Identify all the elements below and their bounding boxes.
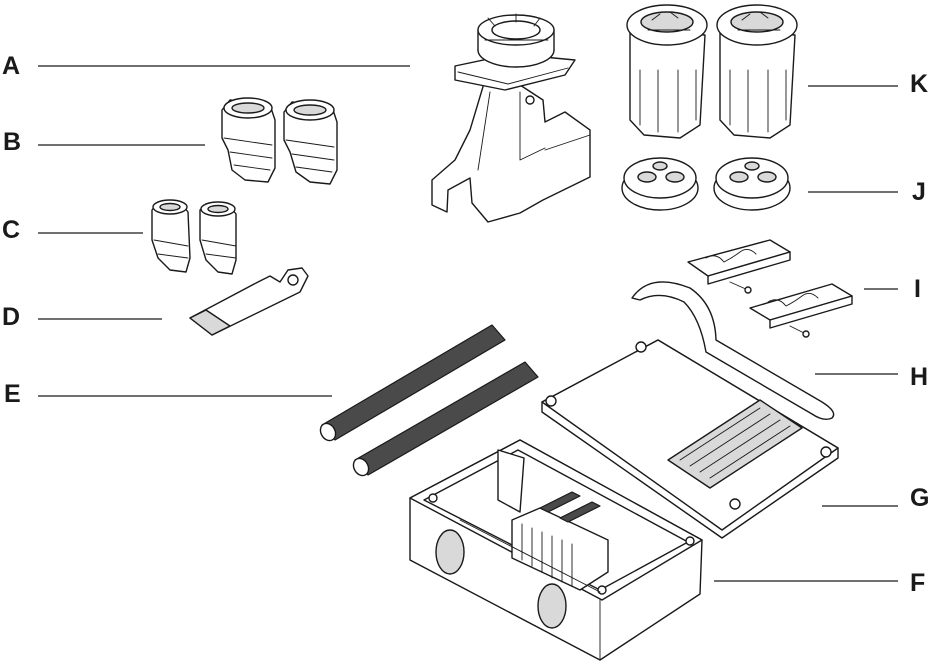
callout-h: H xyxy=(910,363,929,391)
part-d-sachet xyxy=(189,267,309,336)
rod-e-2 xyxy=(352,361,539,477)
callout-f: F xyxy=(910,569,926,597)
part-c-small-plugs xyxy=(151,199,237,275)
gland-k-2 xyxy=(716,4,798,139)
plug-c-2 xyxy=(199,201,237,275)
rod-e-1 xyxy=(319,324,506,442)
plug-c-1 xyxy=(151,199,191,273)
callout-k: K xyxy=(910,70,929,98)
part-g-lid xyxy=(541,339,839,539)
part-h-spanner xyxy=(631,281,835,421)
gland-k-1 xyxy=(626,4,708,139)
part-e-rods xyxy=(319,324,539,477)
leader-lines xyxy=(38,65,898,582)
clamp-i-1 xyxy=(687,239,791,294)
part-j-grommets xyxy=(621,157,791,211)
grommet-j-1 xyxy=(621,157,699,211)
callout-a: A xyxy=(2,52,21,80)
callout-j: J xyxy=(912,178,926,206)
plug-b-1 xyxy=(221,97,276,183)
part-a-mounting-stand xyxy=(431,13,591,223)
callout-b: B xyxy=(3,128,22,156)
callout-c: C xyxy=(2,216,21,244)
callout-i: I xyxy=(914,275,921,303)
part-k-cable-glands xyxy=(626,4,798,139)
callout-d: D xyxy=(2,303,21,331)
callout-g: G xyxy=(910,484,930,512)
terminal-block xyxy=(511,491,609,591)
part-b-large-plugs xyxy=(221,97,338,185)
clamp-i-2 xyxy=(749,283,853,338)
plug-b-2 xyxy=(283,99,338,185)
callout-e: E xyxy=(4,380,21,408)
part-i-cable-clamps xyxy=(687,239,853,338)
part-f-enclosure-box xyxy=(409,439,703,661)
grommet-j-2 xyxy=(713,157,791,211)
